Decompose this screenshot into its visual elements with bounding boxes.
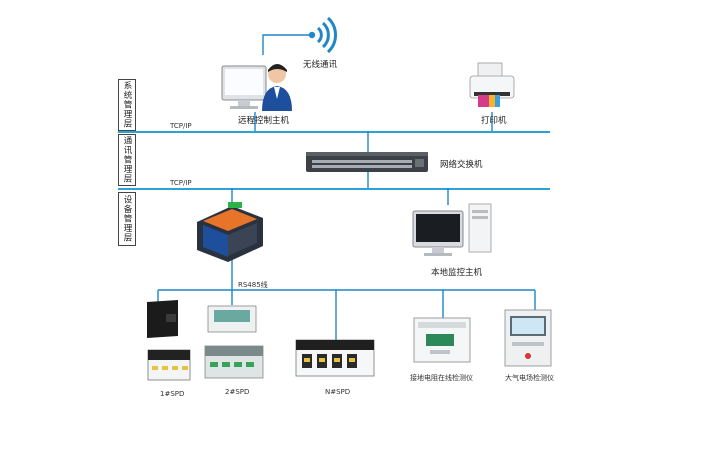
spd2-device-icon bbox=[204, 305, 264, 379]
local-host-icon bbox=[412, 203, 492, 256]
tier-label: 通讯管理层 bbox=[122, 136, 132, 184]
switch-label: 网络交换机 bbox=[440, 160, 483, 170]
wireless-label: 无线通讯 bbox=[303, 60, 338, 70]
spd1-device-icon bbox=[147, 300, 191, 381]
tier-label: 设备管理层 bbox=[122, 195, 132, 243]
remote-host-icon bbox=[221, 64, 292, 111]
spd2-label: 2#SPD bbox=[225, 388, 250, 396]
tier-system-management: 系统管理层 bbox=[118, 79, 136, 131]
printer-icon bbox=[469, 62, 515, 107]
field-monitor-icon bbox=[504, 309, 552, 367]
tcp-label-bottom: TCP/IP bbox=[170, 179, 192, 187]
tier-communication-management: 通讯管理层 bbox=[118, 134, 136, 186]
spdn-device-icon bbox=[295, 339, 375, 377]
tcp-label-top: TCP/IP bbox=[170, 122, 192, 130]
tcp-bus-top bbox=[118, 131, 550, 133]
wifi-icon bbox=[308, 16, 338, 54]
remote-host-label: 远程控制主机 bbox=[238, 116, 290, 126]
ground-resistance-monitor-icon bbox=[413, 317, 471, 363]
tier-device-management: 设备管理层 bbox=[118, 192, 136, 246]
wireless-link bbox=[262, 34, 310, 55]
spdn-label: N#SPD bbox=[325, 388, 351, 396]
field-monitor-label: 大气电场检测仪 bbox=[505, 374, 554, 382]
spd1-label: 1#SPD bbox=[160, 390, 185, 398]
ground-monitor-label: 接地电阻在线检测仪 bbox=[410, 374, 473, 382]
tier-label: 系统管理层 bbox=[122, 81, 132, 129]
printer-label: 打印机 bbox=[481, 116, 507, 126]
tcp-bus-bottom bbox=[118, 188, 550, 190]
gateway-converter-icon bbox=[197, 202, 263, 262]
network-switch-icon bbox=[306, 152, 428, 172]
rs485-label: RS485线 bbox=[238, 281, 268, 289]
local-host-label: 本地监控主机 bbox=[431, 268, 483, 278]
